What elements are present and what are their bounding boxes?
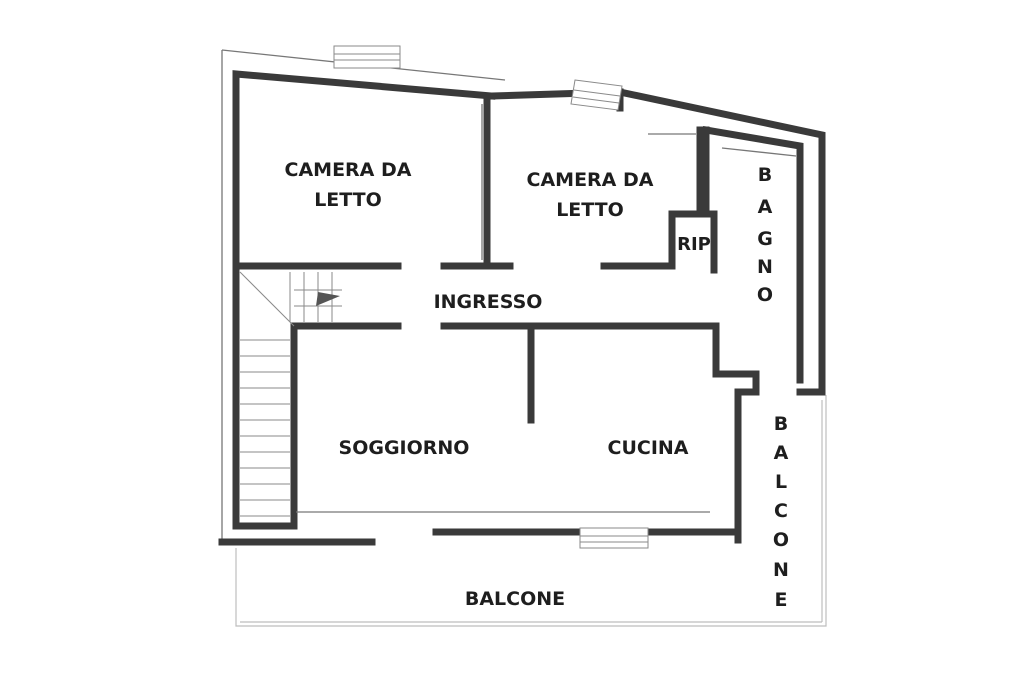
bathroom-letter: N — [757, 256, 773, 278]
bathroom-label: B A G N O — [757, 164, 773, 306]
door-marks — [296, 104, 797, 513]
bathroom-letter: G — [757, 228, 773, 250]
staircase — [239, 271, 342, 517]
storage-label: RIP — [677, 234, 711, 255]
bathroom-letter: O — [757, 284, 773, 306]
balcony-side-letter: C — [774, 500, 788, 522]
balcony-side-label: B A L C O N E — [773, 413, 789, 611]
living-room-label: SOGGIORNO — [339, 437, 470, 459]
bedroom-1-label-line1: CAMERA DA — [285, 159, 412, 181]
room-labels: CAMERA DA LETTO CAMERA DA LETTO RIP INGR… — [285, 159, 711, 610]
bathroom-letter: B — [758, 164, 772, 186]
kitchen-label: CUCINA — [608, 437, 689, 459]
windows — [333, 45, 649, 549]
stair-direction-arrow-icon — [316, 292, 340, 306]
balcony-side-letter: B — [774, 413, 788, 435]
balcony-side-letter: L — [775, 471, 787, 493]
bathroom-letter: A — [758, 196, 773, 218]
balcony-side-letter: A — [774, 442, 789, 464]
balcony-boundary — [235, 395, 827, 627]
balcony-side-letter: N — [773, 559, 789, 581]
balcony-side-letter: E — [775, 589, 788, 611]
bedroom-2-label-line1: CAMERA DA — [527, 169, 654, 191]
outer-walls — [218, 49, 826, 546]
interior-walls — [232, 92, 720, 424]
entrance-label: INGRESSO — [434, 291, 543, 313]
bedroom-1-label-line2: LETTO — [314, 189, 382, 211]
balcony-bottom-label: BALCONE — [465, 588, 565, 610]
bedroom-2-label-line2: LETTO — [556, 199, 624, 221]
balcony-side-letter: O — [773, 529, 789, 551]
